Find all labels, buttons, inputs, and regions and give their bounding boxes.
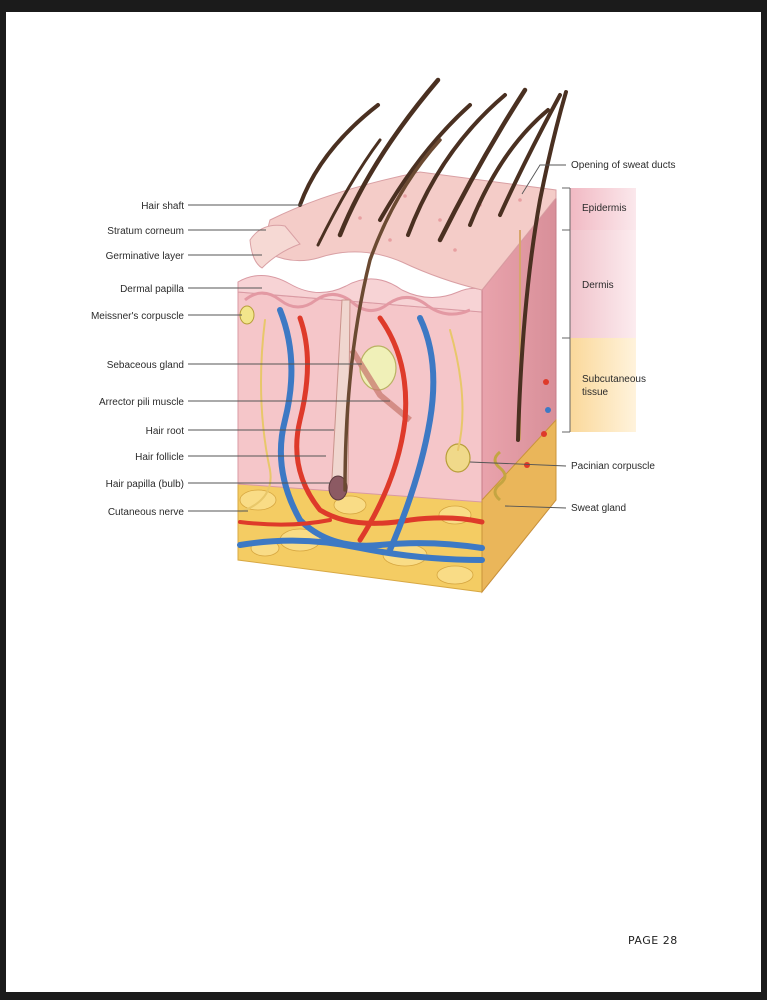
skin-block <box>237 171 557 594</box>
hair-follicle-illustration <box>239 230 521 502</box>
label-hair-papilla: Hair papilla (bulb) <box>106 479 184 490</box>
right-labels: Opening of sweat ducts Pacinian corpuscl… <box>571 160 676 514</box>
layer-label-line: Subcutaneous <box>582 374 646 385</box>
label-meissners-corpuscle: Meissner's corpuscle <box>91 311 184 322</box>
pacinian-corpuscle-shape <box>445 443 471 473</box>
left-labels: Hair shaft Stratum corneum Germinative l… <box>91 201 185 518</box>
hairs <box>298 77 568 492</box>
label-sweat-gland: Sweat gland <box>571 503 626 514</box>
blood-vessels <box>237 307 551 563</box>
dermis-label: Dermis <box>582 280 614 291</box>
subcutaneous-band <box>570 338 636 432</box>
layer-legend: Epidermis Dermis Subcutaneous tissue <box>562 187 646 433</box>
label-stratum-corneum: Stratum corneum <box>107 226 184 237</box>
label-hair-root: Hair root <box>146 426 185 437</box>
label-dermal-papilla: Dermal papilla <box>120 284 184 295</box>
label-hair-follicle: Hair follicle <box>135 452 184 463</box>
page-number: PAGE 28 <box>628 934 678 947</box>
layer-label-line: tissue <box>582 387 609 398</box>
label-sebaceous-gland: Sebaceous gland <box>107 360 184 371</box>
meissner-corpuscle-shape <box>239 305 255 325</box>
label-opening-of-sweat-ducts: Opening of sweat ducts <box>571 160 676 171</box>
epidermis-label: Epidermis <box>582 203 626 214</box>
epidermis-band <box>570 188 636 230</box>
label-cutaneous-nerve: Cutaneous nerve <box>108 507 185 518</box>
label-arrector-pili-muscle: Arrector pili muscle <box>99 397 184 408</box>
label-hair-shaft: Hair shaft <box>141 201 184 212</box>
left-leader-lines <box>188 204 390 512</box>
dermis-band <box>570 230 636 338</box>
label-germinative-layer: Germinative layer <box>106 251 185 262</box>
label-pacinian-corpuscle: Pacinian corpuscle <box>571 461 655 472</box>
subcutaneous-label: Subcutaneous tissue <box>582 374 646 398</box>
right-leader-lines <box>469 164 567 509</box>
layer-label-line: Dermis <box>582 280 614 291</box>
layer-label-line: Epidermis <box>582 203 626 214</box>
